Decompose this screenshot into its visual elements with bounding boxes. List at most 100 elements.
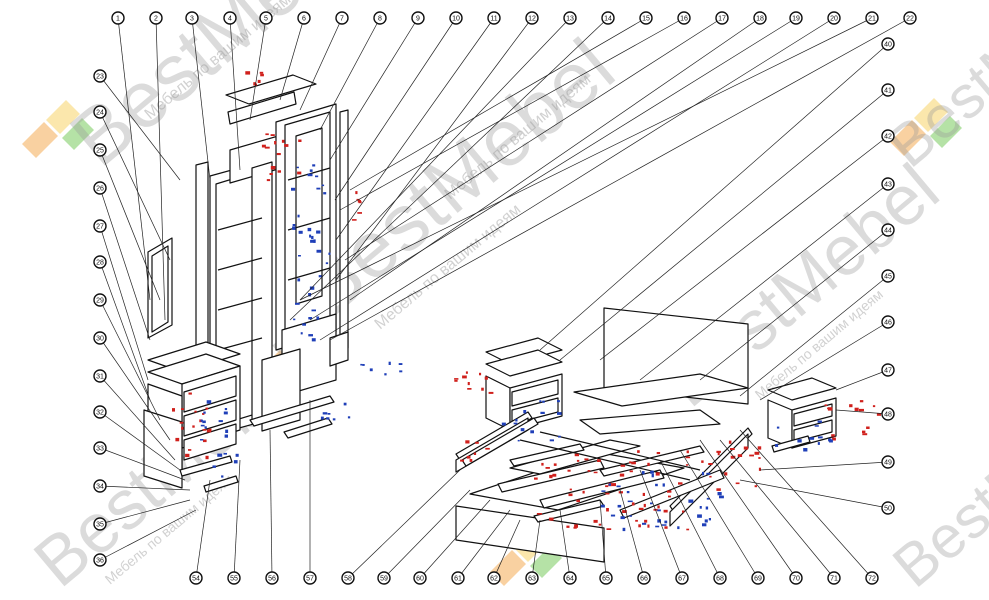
callout-number: 43 [884,182,892,189]
callout-circle [341,571,355,585]
fitting-marker [754,485,757,488]
fitting-marker [276,153,281,156]
callout-circle [265,571,279,585]
callout-circle [413,571,427,585]
fitting-marker [655,525,660,528]
fitting-marker [308,317,313,320]
callout-circle [297,11,311,25]
callout-number: 69 [754,576,762,583]
fitting-marker [318,275,322,278]
fitting-marker [699,506,702,509]
fitting-marker [809,437,815,440]
fitting-marker [817,442,820,445]
callout-number: 62 [490,576,498,583]
callout-number: 70 [792,576,800,583]
leader-line [679,449,759,579]
fitting-marker [308,334,313,337]
fitting-marker [517,439,520,442]
callout-circle [677,11,691,25]
callout-circle [93,517,107,531]
fitting-marker [549,474,553,479]
fitting-marker [829,439,833,443]
callout-circle [111,11,125,25]
callout-circle [411,11,425,25]
callout-circle [449,11,463,25]
leader-line [319,17,835,341]
fitting-marker [203,439,207,443]
callout-number: 18 [756,16,764,23]
callout-circle [303,571,317,585]
fitting-marker [308,293,312,297]
fitting-marker [677,526,680,530]
leader-line [99,447,186,481]
fitting-marker [316,187,321,190]
callout-number: 21 [868,16,876,23]
fitting-marker [616,485,621,488]
fitting-marker [281,139,285,143]
callout-number: 42 [884,134,892,141]
fitting-marker [717,452,720,456]
fitting-marker [298,230,303,234]
fitting-marker [862,433,868,436]
fitting-marker [638,524,641,528]
fitting-marker [270,134,275,136]
leader-line [269,429,273,579]
fitting-marker [310,239,315,243]
fitting-marker [205,455,209,460]
leader-line [659,459,721,579]
callout-circle [601,11,615,25]
fitting-marker [309,286,315,290]
callout-number: 49 [884,460,892,467]
leader-line [233,459,241,579]
leader-line [347,469,461,579]
callout-circle [149,11,163,25]
callout-circle [93,69,107,83]
fitting-marker [270,166,276,170]
fitting-marker [637,450,640,453]
fitting-marker [728,440,732,444]
fitting-marker [298,255,301,257]
fitting-marker [831,434,835,437]
leader-line [99,485,191,491]
fitting-marker [357,212,362,214]
leader-line [739,429,873,579]
fitting-marker [754,451,760,455]
fitting-marker [311,235,314,240]
leader-line [229,17,241,171]
fitting-marker [606,528,612,530]
fitting-marker [620,464,626,467]
fitting-marker [233,460,238,464]
fitting-marker [735,482,740,485]
callout-circle [881,129,895,143]
leader-line [191,17,211,181]
callout-number: 8 [378,16,382,23]
fitting-marker [597,459,601,462]
fitting-marker [218,420,223,423]
fitting-marker [650,470,654,474]
fitting-marker [622,510,627,513]
callout-circle [93,219,107,233]
fitting-marker [651,474,654,478]
fitting-marker [545,467,550,469]
fitting-marker [316,230,321,234]
leader-line [289,17,609,321]
fitting-marker [208,428,212,431]
fitting-marker [558,435,561,438]
fitting-marker [298,139,302,142]
callout-number: 3 [190,16,194,23]
callout-circle [227,571,241,585]
fitting-marker [311,309,316,312]
callout-number: 32 [96,410,104,417]
fitting-marker [274,141,277,145]
leader-line [99,149,161,301]
callout-circle [881,223,895,237]
fitting-marker [221,475,224,478]
callout-circle [93,105,107,119]
callout-circle [713,571,727,585]
callout-number: 25 [96,148,104,155]
leader-line [335,17,495,241]
callout-number: 66 [640,576,648,583]
fitting-marker [631,502,635,506]
